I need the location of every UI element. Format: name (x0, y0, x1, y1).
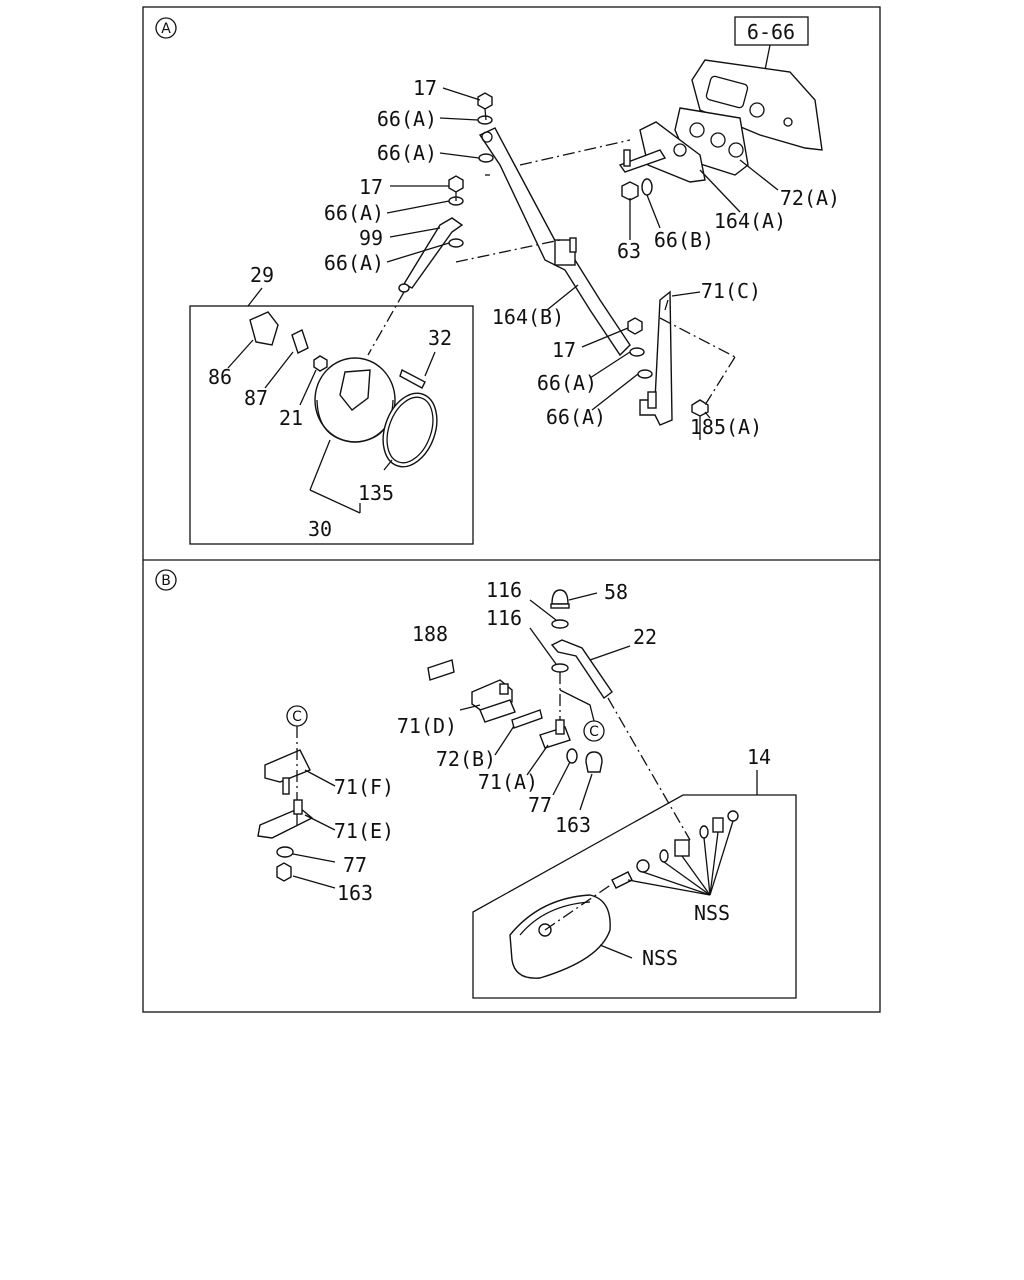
cap-nut-58 (551, 589, 569, 605)
label-71c: 71(C) (701, 279, 761, 303)
connector-c-label: C (589, 724, 599, 740)
connector-c-left-label: C (292, 709, 302, 725)
label-99: 99 (359, 226, 383, 250)
label-nss-hardware: NSS (694, 901, 730, 925)
washer-77-left (276, 846, 294, 858)
section-b: B C C (155, 569, 797, 999)
nut-163-mid (585, 751, 603, 773)
washer-66a-4 (448, 238, 464, 248)
label-17-low: 17 (552, 338, 576, 362)
label-58: 58 (604, 580, 628, 604)
label-116-top: 116 (486, 578, 522, 602)
label-30: 30 (308, 517, 332, 541)
washer-66a-5 (629, 347, 645, 357)
label-86: 86 (208, 365, 232, 389)
ref-box-6-66 (734, 16, 809, 46)
label-66a-3: 66(A) (324, 201, 384, 225)
bracket-71f (264, 749, 311, 783)
label-163-mid: 163 (555, 813, 591, 837)
label-77-left: 77 (343, 853, 367, 877)
mirror-nss (509, 894, 611, 979)
label-21: 21 (279, 406, 303, 430)
label-66b: 66(B) (654, 228, 714, 252)
label-66a-5: 66(A) (537, 371, 597, 395)
rod-99 (403, 217, 464, 289)
washer-77-mid (566, 748, 578, 764)
label-nss-mirror: NSS (642, 946, 678, 970)
nut-63 (621, 181, 639, 201)
nut-163-left (276, 862, 292, 882)
label-188: 188 (412, 622, 448, 646)
label-29: 29 (250, 263, 274, 287)
label-77-mid: 77 (528, 793, 552, 817)
washer-116-mid (551, 663, 569, 673)
washer-66b (641, 178, 653, 196)
nut-17-mid (448, 175, 464, 193)
plate-72b (511, 709, 543, 729)
ref-box-label: 6-66 (747, 20, 795, 44)
label-66a-2: 66(A) (377, 141, 437, 165)
cap-86 (249, 311, 279, 346)
label-66a-6: 66(A) (546, 405, 606, 429)
section-b-marker: B (161, 573, 171, 589)
inset-box-29 (189, 305, 474, 545)
nut-21 (313, 355, 328, 372)
label-66a-4: 66(A) (324, 251, 384, 275)
inset-box-14 (472, 794, 797, 999)
label-87: 87 (244, 386, 268, 410)
section-b-marker-circle (155, 569, 177, 591)
label-63: 63 (617, 239, 641, 263)
nut-17-low (627, 317, 643, 335)
label-163-left: 163 (337, 881, 373, 905)
label-14: 14 (747, 745, 771, 769)
clip-87 (291, 329, 309, 354)
label-71f: 71(F) (334, 775, 394, 799)
label-71e: 71(E) (334, 819, 394, 843)
washer-66a-1 (477, 115, 493, 125)
label-22: 22 (633, 625, 657, 649)
washer-116-top (551, 619, 569, 629)
nut-17-top (477, 92, 493, 110)
diagram-frame (142, 6, 881, 1013)
label-71a: 71(A) (478, 770, 538, 794)
label-32: 32 (428, 326, 452, 350)
plate-164a (639, 121, 706, 183)
bolt-185a (691, 399, 709, 417)
label-66a-1: 66(A) (377, 107, 437, 131)
bracket-71e (257, 807, 314, 839)
label-164a: 164(A) (714, 209, 786, 233)
label-plate-188 (427, 659, 455, 681)
section-a: A 6-66 (155, 16, 840, 545)
label-72a: 72(A) (780, 186, 840, 210)
section-a-marker: A (161, 21, 171, 37)
label-185a: 185(A) (690, 415, 762, 439)
washer-66a-2 (478, 153, 494, 163)
label-135: 135 (358, 481, 394, 505)
label-164b: 164(B) (492, 305, 564, 329)
label-116-mid: 116 (486, 606, 522, 630)
label-72b: 72(B) (436, 747, 496, 771)
section-a-marker-circle (155, 17, 177, 39)
rod-22 (550, 639, 613, 700)
label-71d: 71(D) (397, 714, 457, 738)
bracket-71a (539, 726, 571, 749)
screw-32 (399, 368, 426, 389)
label-17-mid: 17 (359, 175, 383, 199)
washer-66a-6 (637, 369, 653, 379)
label-17-top: 17 (413, 76, 437, 100)
